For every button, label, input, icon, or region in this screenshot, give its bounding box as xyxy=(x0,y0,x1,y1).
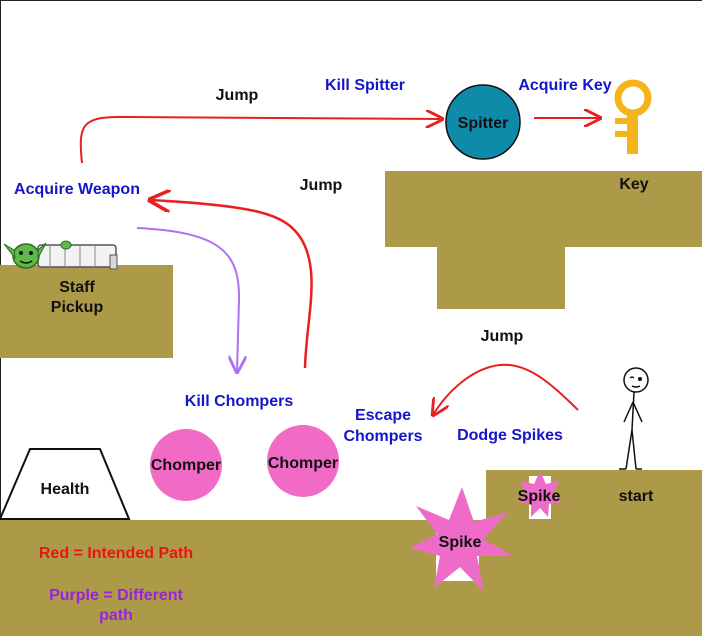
kill-spitter-label: Kill Spitter xyxy=(325,77,405,94)
health-label: Health xyxy=(41,481,90,498)
jump-arc-middle xyxy=(150,200,313,369)
chomper-right-label: Chomper xyxy=(268,455,338,472)
dodge-spikes-label: Dodge Spikes xyxy=(457,427,563,444)
spike-large-label: Spike xyxy=(439,534,482,551)
spitter-label: Spitter xyxy=(458,115,509,132)
escape-chompers-label-line2: Chompers xyxy=(343,428,422,445)
intended-path-arrows xyxy=(79,117,600,415)
start-label: start xyxy=(619,488,654,505)
staff-platform xyxy=(0,265,173,358)
legend-red: Red = Intended Path xyxy=(39,545,193,562)
staff-label-line1: Staff xyxy=(59,279,95,296)
acquire-key-label: Acquire Key xyxy=(518,77,611,94)
spike-small-label: Spike xyxy=(518,488,561,505)
escape-chompers-label-line1: Escape xyxy=(355,407,411,424)
key-label: Key xyxy=(619,176,648,193)
spitter-enemy xyxy=(445,84,521,160)
jump-top-label: Jump xyxy=(216,87,259,104)
upper-platform xyxy=(385,171,702,309)
legend-purple-line2: path xyxy=(99,607,133,624)
terrain xyxy=(0,171,702,636)
spike-large xyxy=(410,487,514,592)
health-box xyxy=(0,448,131,520)
different-path-arrow xyxy=(136,227,239,372)
jump-right-label: Jump xyxy=(481,328,524,345)
stick-figure-icon xyxy=(619,367,649,470)
staff-label-line2: Pickup xyxy=(51,299,104,316)
spike-small xyxy=(518,471,562,517)
key-icon xyxy=(614,79,652,154)
chomper-left-label: Chomper xyxy=(151,457,221,474)
chomper-right xyxy=(267,425,339,497)
kill-chompers-label: Kill Chompers xyxy=(185,393,294,410)
acquire-weapon-label: Acquire Weapon xyxy=(14,181,140,198)
jump-middle-label: Jump xyxy=(300,177,343,194)
jump-arc-right xyxy=(433,363,579,415)
chomper-left xyxy=(150,429,222,501)
legend-purple-line1: Purple = Different xyxy=(49,587,183,604)
ground-floor xyxy=(0,470,702,636)
goblin-icon xyxy=(3,240,118,270)
jump-arc-top xyxy=(79,117,442,164)
